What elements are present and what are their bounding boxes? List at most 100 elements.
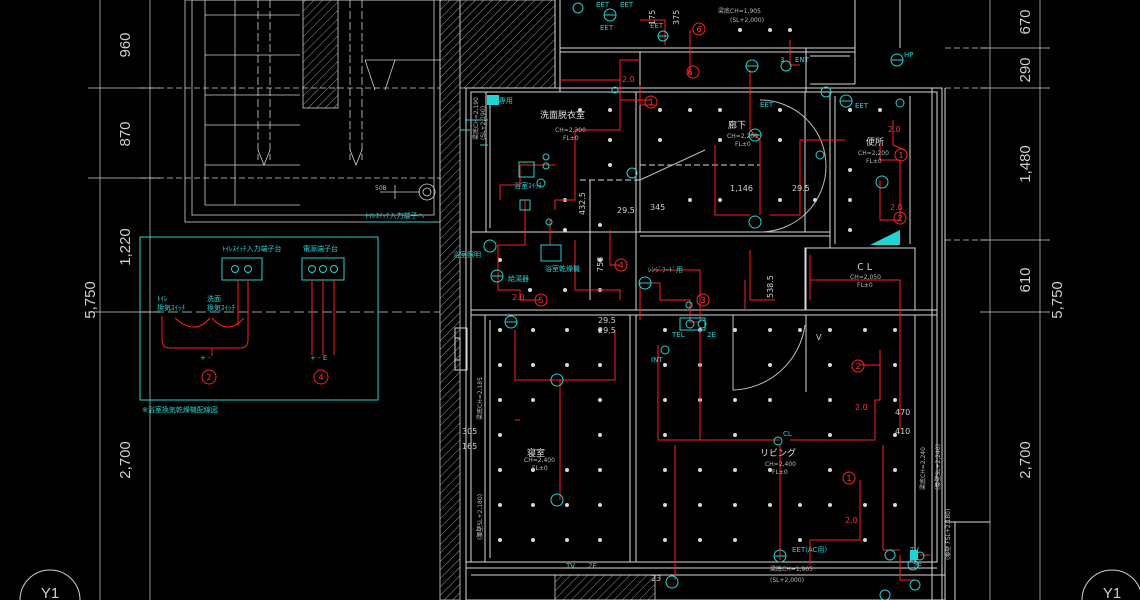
svg-text:+ -: + - bbox=[200, 354, 211, 362]
inner-dimensions: 1,146 29.5 29.5 29.5 29.5 345 432.5 758 … bbox=[462, 10, 910, 583]
svg-text:2: 2 bbox=[897, 214, 902, 223]
svg-text:758: 758 bbox=[596, 257, 605, 272]
room-bedroom: 寝室 bbox=[527, 447, 545, 459]
svg-text:(腰壁 FSL+2,180): (腰壁 FSL+2,180) bbox=[944, 509, 952, 560]
svg-text:2E: 2E bbox=[913, 562, 922, 570]
svg-text:5: 5 bbox=[538, 296, 543, 305]
svg-text:ENT: ENT bbox=[795, 56, 810, 64]
svg-text:梁底CH=2,185: 梁底CH=2,185 bbox=[476, 377, 484, 420]
svg-text:470: 470 bbox=[895, 408, 910, 417]
room-labels: 洗面脱衣室 CH=2,300 FL±0 廊下 CH=2,200 FL±0 便所 … bbox=[524, 7, 889, 584]
svg-text:EET: EET bbox=[596, 1, 610, 9]
legend-power-terminal: 電源端子台 bbox=[303, 244, 338, 253]
wall-notes: 梁底CH=2,190 (SL+2,190) 梁底CH=2,185 梁底CH=2,… bbox=[472, 97, 952, 560]
upper-left-structure bbox=[184, 0, 441, 223]
svg-text:EET: EET bbox=[650, 22, 664, 30]
svg-text:3: 3 bbox=[780, 56, 784, 64]
svg-text:TV: TV bbox=[565, 562, 575, 570]
svg-text:EET: EET bbox=[620, 1, 634, 9]
wiring-values: 2.0 2.0 2.0 2.0 2.0 2.0 bbox=[512, 75, 903, 525]
pipe-label: 50B bbox=[375, 185, 387, 192]
svg-text:CH=2,300: CH=2,300 bbox=[555, 127, 586, 134]
dim-right-2700: 2,700 bbox=[1017, 441, 1034, 479]
dim-right-1480: 1,480 bbox=[1017, 145, 1034, 183]
wall-switch-2 bbox=[910, 550, 918, 560]
svg-text:432.5: 432.5 bbox=[578, 192, 587, 215]
bath-light-label: 浴室照明 bbox=[453, 250, 481, 259]
svg-text:2: 2 bbox=[206, 373, 211, 382]
dim-right-290: 290 bbox=[1017, 57, 1034, 82]
circuit-numbers: 6 6 1 5 4 1 2 2 1 3 bbox=[538, 25, 903, 483]
svg-text:175: 175 bbox=[648, 10, 657, 25]
dim-right-670: 670 bbox=[1017, 9, 1034, 34]
svg-text:CH=2,400: CH=2,400 bbox=[765, 461, 796, 468]
dim-left-870: 870 bbox=[117, 121, 134, 146]
svg-text:W専用: W専用 bbox=[492, 96, 513, 105]
svg-text:CH=2,200: CH=2,200 bbox=[727, 133, 758, 140]
svg-text:165: 165 bbox=[462, 442, 477, 451]
svg-text:洗面: 洗面 bbox=[207, 294, 221, 303]
svg-text:(SL+2,000): (SL+2,000) bbox=[730, 17, 764, 24]
svg-text:給湯器: 給湯器 bbox=[508, 274, 529, 283]
fixture-labels: EET EET EET EET 3 ENT HP EET EET W専用 浴室ｽ… bbox=[365, 1, 922, 570]
svg-text:(SL+2,000): (SL+2,000) bbox=[770, 577, 804, 584]
room-toilet: 便所 bbox=[866, 136, 884, 148]
svg-text:2.0: 2.0 bbox=[890, 203, 903, 212]
svg-text:1,146: 1,146 bbox=[730, 184, 753, 193]
hatched-wall-left bbox=[439, 0, 461, 600]
svg-text:梁底CH=2,190: 梁底CH=2,190 bbox=[472, 97, 480, 140]
room-living: リビング bbox=[760, 447, 796, 459]
dim-left-2700: 2,700 bbox=[117, 441, 134, 479]
dim-right-610: 610 bbox=[1017, 267, 1034, 292]
svg-text:CH=2,050: CH=2,050 bbox=[850, 274, 881, 281]
dim-left-5750: 5,750 bbox=[82, 281, 99, 319]
svg-text:換気ｽｲｯﾁ: 換気ｽｲｯﾁ bbox=[207, 303, 235, 312]
svg-text:浴室乾燥機: 浴室乾燥機 bbox=[545, 264, 580, 273]
svg-text:375: 375 bbox=[672, 10, 681, 25]
room-hallway: 廊下 bbox=[728, 119, 746, 131]
svg-text:4: 4 bbox=[618, 261, 623, 270]
svg-text:ﾚﾝｼﾞﾌｰﾄﾞ用: ﾚﾝｼﾞﾌｰﾄﾞ用 bbox=[648, 266, 683, 274]
svg-text:3: 3 bbox=[700, 296, 705, 305]
right-dimension-texts: 670 290 1,480 610 5,750 2,700 bbox=[1017, 9, 1066, 478]
svg-text:梁底CH=2,240: 梁底CH=2,240 bbox=[919, 447, 927, 490]
dim-left-1220: 1,220 bbox=[117, 228, 134, 266]
svg-text:2E: 2E bbox=[588, 562, 597, 570]
svg-text:EET: EET bbox=[760, 101, 774, 109]
toilet-terminal-label: ﾄｲﾚｽｲｯﾁ入力端子へ bbox=[365, 211, 425, 220]
legend-toilet-input: ﾄｲﾚｽｲｯﾁ入力端子台 bbox=[222, 244, 282, 253]
svg-text:2.0: 2.0 bbox=[622, 75, 635, 84]
svg-text:HP: HP bbox=[904, 51, 914, 59]
svg-text:FL±0: FL±0 bbox=[866, 158, 882, 165]
svg-text:EET(AC用): EET(AC用) bbox=[792, 546, 827, 554]
svg-text:538.5: 538.5 bbox=[766, 275, 775, 298]
svg-text:梁底CH=1,905: 梁底CH=1,905 bbox=[718, 7, 761, 15]
svg-text:2: 2 bbox=[855, 362, 860, 371]
svg-text:6: 6 bbox=[687, 68, 692, 77]
ub-triangle bbox=[870, 230, 900, 245]
svg-text:2.0: 2.0 bbox=[512, 293, 525, 302]
svg-text:FL±0: FL±0 bbox=[857, 282, 873, 289]
svg-text:29.5: 29.5 bbox=[598, 326, 616, 335]
svg-text:29.5: 29.5 bbox=[598, 316, 616, 325]
svg-text:EET: EET bbox=[855, 102, 869, 110]
svg-text:FL±0: FL±0 bbox=[532, 465, 548, 472]
hatched-block-top bbox=[459, 0, 556, 89]
wiring-legend-box: ﾄｲﾚｽｲｯﾁ入力端子台 電源端子台 ﾄｲﾚ 換気ｽｲｯﾁ 洗面 換気ｽｲｯﾁ … bbox=[139, 236, 379, 414]
grid-bubble-right: Y1 bbox=[1081, 569, 1140, 600]
svg-text:29.5: 29.5 bbox=[617, 206, 635, 215]
left-dimension-texts: 960 870 1,220 5,750 2,700 bbox=[82, 32, 134, 478]
svg-text:FL±0: FL±0 bbox=[772, 469, 788, 476]
dim-right-5750: 5,750 bbox=[1049, 281, 1066, 319]
dim-left-960: 960 bbox=[117, 32, 134, 57]
legend-note: ※浴室換気乾燥機配線図 bbox=[142, 405, 218, 414]
floor-plan-walls bbox=[454, 0, 990, 600]
hatched-block-bottom bbox=[554, 574, 656, 600]
svg-text:23: 23 bbox=[651, 574, 661, 583]
red-wiring bbox=[497, 19, 930, 581]
cyan-fixtures bbox=[460, 2, 925, 600]
svg-text:(SL+2,190): (SL+2,190) bbox=[480, 106, 487, 140]
hatched-column-left bbox=[302, 0, 339, 109]
svg-text:1: 1 bbox=[898, 151, 903, 160]
svg-text:Y1: Y1 bbox=[41, 585, 59, 600]
